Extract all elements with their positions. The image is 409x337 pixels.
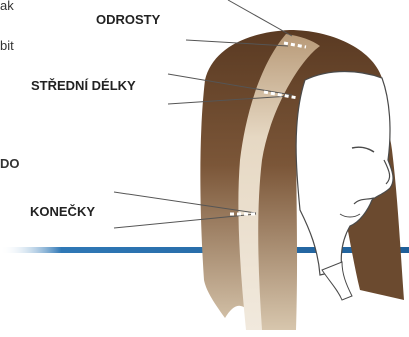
label-ends: KONEČKY (30, 204, 95, 219)
edge-fragment-top: ak (0, 0, 14, 13)
edge-fragment-upper: bit (0, 38, 14, 53)
label-roots: ODROSTY (96, 12, 160, 27)
pointer-top-extra (228, 0, 292, 36)
label-mid-lengths: STŘEDNÍ DÉLKY (31, 78, 136, 93)
edge-fragment-lower: DO (0, 156, 20, 171)
neck (322, 262, 352, 300)
